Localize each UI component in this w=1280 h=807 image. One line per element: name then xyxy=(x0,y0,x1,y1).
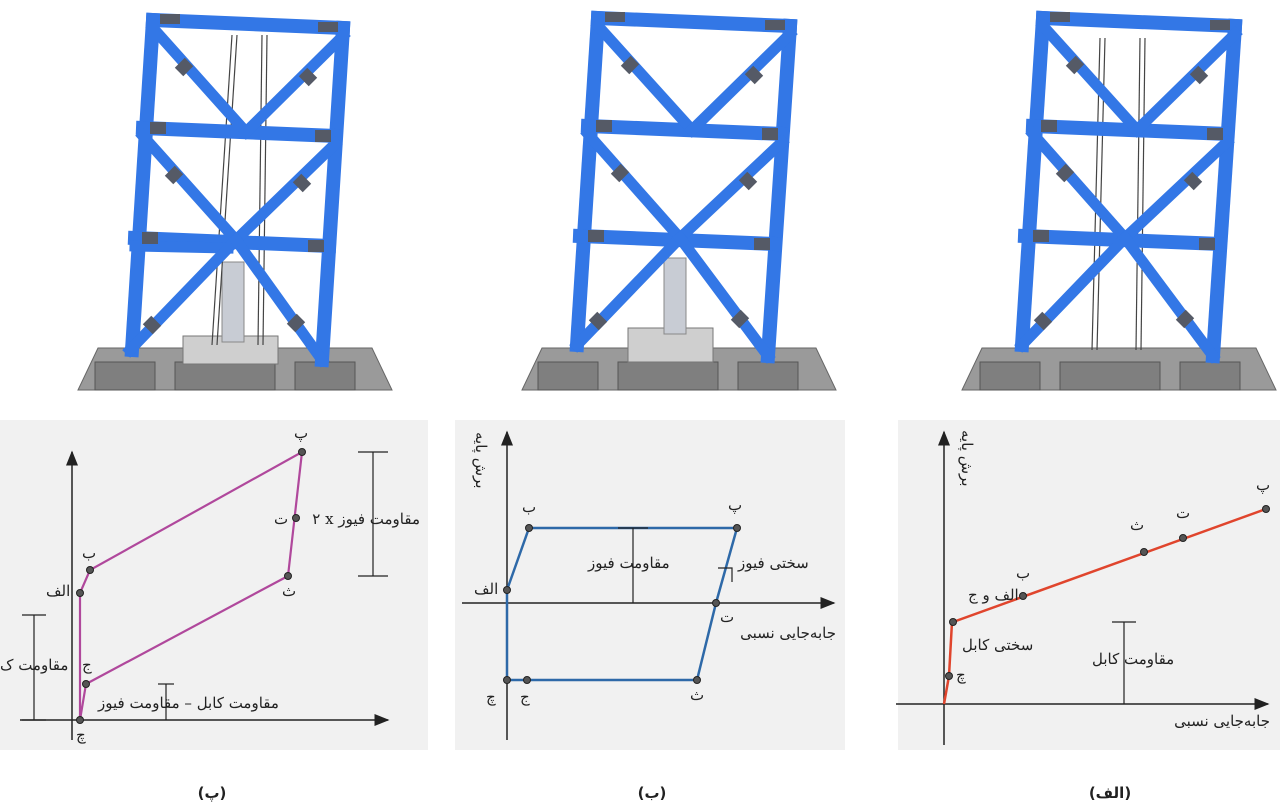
point-jim xyxy=(523,676,531,684)
point-te xyxy=(292,514,300,522)
point-te xyxy=(712,599,720,607)
point-pe xyxy=(298,448,306,456)
point-be xyxy=(1019,592,1027,600)
point-se xyxy=(693,676,701,684)
x-axis-label: جابه‌جایی نسبی xyxy=(740,624,836,642)
steel-frame xyxy=(569,10,798,364)
fuse-stiffness-marker xyxy=(718,567,733,582)
point-se xyxy=(284,572,292,580)
strength-bracket xyxy=(1112,621,1136,704)
label-te: ت xyxy=(1176,504,1190,522)
cable-minus-fuse-label: مقاومت کابل – مقاومت فیوز xyxy=(97,694,279,712)
label-jim: ج xyxy=(520,688,530,706)
label-che: چ xyxy=(76,726,86,744)
label-pe: پ xyxy=(1256,476,1270,494)
label-se: ث xyxy=(690,686,704,704)
panel-a-background xyxy=(898,420,1280,750)
steel-frame xyxy=(122,12,351,368)
label-te: ت xyxy=(274,510,288,528)
point-alef xyxy=(503,586,511,594)
diagram-b: برش پایه جابه‌جایی نسبی الف ب پ ت ث ج چ … xyxy=(462,430,836,740)
point-alef xyxy=(76,589,84,597)
cable-strength-label: مقاومت کابل xyxy=(1092,650,1174,668)
caption-a: (الف) xyxy=(1089,784,1131,802)
y-axis-label: برش پایه xyxy=(958,430,976,487)
diagram-c: پ ت ث ب الف ج چ ۲ x مقاومت فیوز مقاومت ک… xyxy=(0,424,420,744)
point-te xyxy=(1179,534,1187,542)
label-be: ب xyxy=(522,498,536,516)
frame-illustration-c xyxy=(77,12,393,391)
point-pe xyxy=(1262,505,1270,513)
caption-b: (ب) xyxy=(638,784,667,802)
twice-fuse-bracket xyxy=(358,451,388,577)
diagram-a: برش پایه جابه‌جایی نسبی الف و ج ب ث ت پ … xyxy=(896,430,1270,745)
steel-frame xyxy=(1014,10,1243,364)
cables xyxy=(211,34,268,346)
caption-c: (پ) xyxy=(198,784,227,802)
label-che: چ xyxy=(486,688,496,706)
label-se: ث xyxy=(1130,516,1144,534)
fuse-stiffness-label: سختی فیوز xyxy=(737,554,809,572)
panel-b-background xyxy=(455,420,845,750)
label-te: ت xyxy=(720,608,734,626)
x-axis-label: جابه‌جایی نسبی xyxy=(1174,712,1270,730)
label-be: ب xyxy=(82,544,96,562)
point-che xyxy=(945,672,953,680)
label-alef-vaj: الف و ج xyxy=(968,586,1019,604)
point-che xyxy=(76,716,84,724)
cable-strength-bracket xyxy=(22,614,46,721)
fuse-device xyxy=(182,261,279,365)
cable-stiffness-label: سختی کابل xyxy=(962,636,1033,654)
fuse-device xyxy=(627,257,714,363)
point-alef-vaj xyxy=(949,618,957,626)
base-platform xyxy=(961,347,1277,391)
point-se xyxy=(1140,548,1148,556)
fuse-strength-label: مقاومت فیوز xyxy=(587,554,670,572)
fuse-links xyxy=(588,12,785,331)
cable-minus-fuse-tick xyxy=(158,683,174,720)
point-che xyxy=(503,676,511,684)
label-che: چ xyxy=(956,666,966,684)
twice-fuse-strength-label: ۲ x مقاومت فیوز xyxy=(312,510,420,528)
y-axis-label: برش پایه xyxy=(472,432,490,489)
frame-illustration-a xyxy=(961,10,1277,391)
label-pe: پ xyxy=(294,424,308,442)
point-be xyxy=(525,524,533,532)
frame-illustration-b xyxy=(521,10,837,391)
fuse-links xyxy=(142,14,338,335)
label-se: ث xyxy=(282,582,296,600)
label-alef: الف xyxy=(46,582,70,600)
label-jim: ج xyxy=(82,656,92,674)
fuse-strength-bracket xyxy=(618,527,648,603)
base-platform xyxy=(521,347,837,391)
point-be xyxy=(86,566,94,574)
point-pe xyxy=(733,524,741,532)
label-pe: پ xyxy=(728,496,742,514)
label-be: ب xyxy=(1016,564,1030,582)
cable-strength-cut-label: مقاومت ک xyxy=(0,656,68,674)
fuse-links xyxy=(1033,12,1230,331)
label-alef: الف xyxy=(474,580,498,598)
point-jim xyxy=(82,680,90,688)
